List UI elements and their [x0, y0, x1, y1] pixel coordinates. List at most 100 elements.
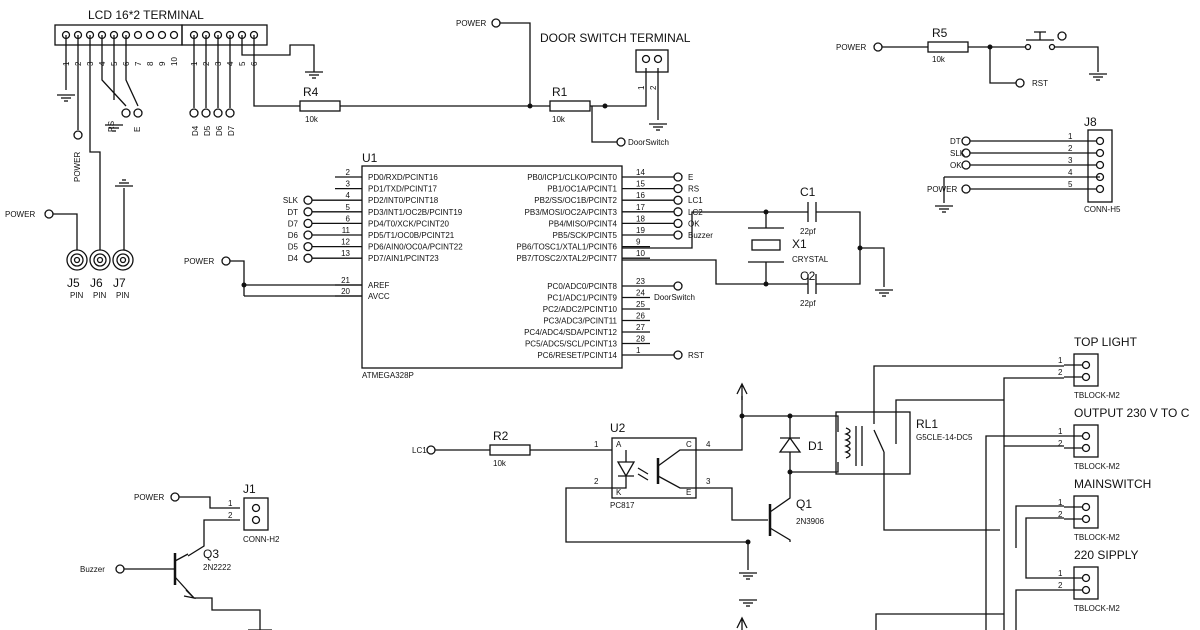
q3-part: 2N2222: [203, 563, 232, 572]
ground-symbol: [874, 289, 894, 297]
pin-name: J6: [90, 276, 103, 290]
j8-pin: [1095, 160, 1105, 170]
tblock-title: TOP LIGHT: [1074, 335, 1138, 349]
u1-body: [361, 165, 623, 369]
lcd-pin: [169, 30, 179, 40]
power-terminal: [491, 18, 501, 28]
u1-net-terminal: [303, 253, 313, 263]
lcd-pin-number: 7: [134, 61, 143, 66]
u1-pin-label: PB5/SCK/PCINT5: [553, 231, 618, 240]
lcd-pin-number: 10: [170, 57, 179, 66]
d7-terminal: [225, 108, 235, 118]
q3-label: Q3: [203, 547, 219, 561]
e-terminal: [133, 108, 143, 118]
u1-pin-number: 4: [346, 191, 351, 200]
pin-connector: [66, 249, 88, 271]
tblock-pin-number: 1: [1058, 498, 1063, 507]
u1-pin-label: PD7/AIN1/PCINT23: [368, 254, 439, 263]
u1-net-terminal: [673, 172, 683, 182]
pin-connector: [89, 249, 111, 271]
tblock-pin-number: 2: [1058, 581, 1063, 590]
r1-resistor: R1 10k: [549, 85, 591, 124]
ground-symbol: [738, 572, 758, 580]
r4-label: R4: [303, 85, 319, 99]
u1-net-label: SLK: [283, 196, 299, 205]
j8-pin-number: 5: [1068, 180, 1073, 189]
j1-pin2: 2: [228, 511, 233, 520]
u1-pin-label: PB4/MISO/PCINT4: [549, 219, 618, 228]
u1-pin-number: 28: [636, 335, 645, 344]
u2-pin2: 2: [594, 477, 599, 486]
u1-pin-label: PB0/ICP1/CLKO/PCINT0: [527, 173, 617, 182]
u2-collector: C: [686, 440, 692, 449]
u1-net-label: DoorSwitch: [654, 293, 695, 302]
u1-net-terminal: [303, 207, 313, 217]
j1-pin1: 1: [228, 499, 233, 508]
ground-symbol: [1088, 73, 1108, 81]
vcc-arrow: [736, 617, 748, 630]
u2-anode: A: [616, 440, 622, 449]
ground-symbol: [56, 94, 76, 102]
ground-symbol: [648, 123, 668, 131]
j8-net-label: OK: [950, 161, 962, 170]
u1-net-terminal: [673, 281, 683, 291]
tblock-type: TBLOCK-M2: [1074, 391, 1120, 400]
tblock-pin-number: 2: [1058, 510, 1063, 519]
x1-label: X1: [792, 237, 807, 251]
rl1-label: RL1: [916, 417, 938, 431]
d4-label: D4: [191, 125, 200, 136]
u1-pin-number: 18: [636, 214, 645, 223]
tblock-pin: [1081, 585, 1091, 595]
j8-pin-number: 2: [1068, 144, 1073, 153]
tblock-type: TBLOCK-M2: [1074, 604, 1120, 613]
u1-pin-number: 15: [636, 180, 645, 189]
u1-pin-number: 14: [636, 168, 645, 177]
tblock-pin: [1081, 514, 1091, 524]
tblock-pin: [1081, 431, 1091, 441]
u1-net-label: E: [688, 173, 693, 182]
u1-net-label: D6: [288, 231, 299, 240]
rl1-relay: RL1 G5CLE-14-DC5: [835, 400, 973, 475]
power-terminal-j5: [44, 209, 54, 219]
u1-pin-label: PD4/T0/XCK/PCINT20: [368, 219, 449, 228]
c2-label: C2: [800, 269, 816, 283]
tblock-body: [1073, 424, 1099, 458]
u1-pin-number: 25: [636, 300, 645, 309]
u1-net-terminal: [303, 218, 313, 229]
u1-pin-number: 12: [341, 238, 350, 247]
u1-part: ATMEGA328P: [362, 371, 414, 380]
tblock-type: TBLOCK-M2: [1074, 462, 1120, 471]
u1-net-label: RST: [688, 351, 704, 360]
u1-pin-label: PC3/ADC3/PCINT11: [543, 317, 617, 326]
u1-net-label: RS: [688, 185, 699, 194]
u1-pin-label: PD6/AIN0/OC0A/PCINT22: [368, 243, 463, 252]
r2-resistor: R2 10k: [489, 429, 531, 468]
lcd-power-label: POWER: [73, 152, 82, 182]
lcd-pin: [157, 30, 167, 40]
u2-emitter: E: [686, 488, 691, 497]
j1-type: CONN-H2: [243, 535, 280, 544]
u1-pin-label: PB7/TOSC2/XTAL2/PCINT7: [516, 254, 617, 263]
lc1-label: LC1: [412, 446, 427, 455]
u1-pin-label: AVCC: [368, 292, 390, 301]
u1-pin-number: 11: [342, 226, 351, 235]
rst-label: RST: [1032, 79, 1048, 88]
u1-pin-label: PC6/RESET/PCINT14: [537, 351, 617, 360]
u1-net-label: DT: [287, 208, 298, 217]
u1-pin-number: 24: [636, 289, 645, 298]
pin-type: PIN: [70, 291, 84, 300]
d1-label: D1: [808, 439, 824, 453]
u1-pin-label: AREF: [368, 281, 389, 290]
d7-label: D7: [227, 125, 236, 136]
u2-pin3: 3: [706, 477, 711, 486]
lcd-pin-number: 5: [110, 61, 119, 66]
door-title: DOOR SWITCH TERMINAL: [540, 31, 691, 45]
u2-part: PC817: [610, 501, 635, 510]
lcd-pin-number: 9: [158, 61, 167, 66]
u1-label: U1: [362, 151, 378, 165]
u1-pin-number: 27: [636, 323, 645, 332]
j8-net-label: DT: [950, 137, 961, 146]
